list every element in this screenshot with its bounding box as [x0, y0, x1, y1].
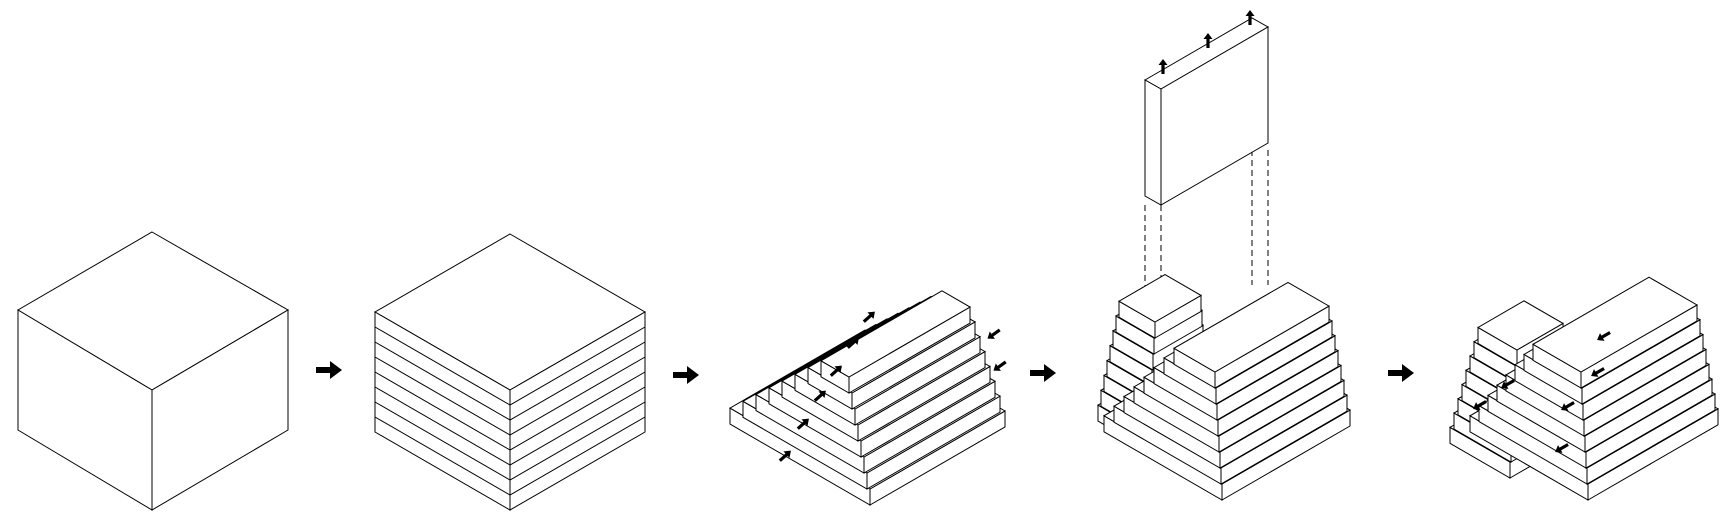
layer-slice-line	[374, 401, 646, 481]
right-arrow-icon	[316, 361, 342, 379]
lifted-slab	[1143, 17, 1270, 206]
carve-arrow-icon	[1597, 331, 1611, 341]
stage-carved-terraces	[1449, 276, 1719, 501]
block-top-face	[820, 290, 971, 378]
carve-arrow-icon	[1591, 367, 1605, 377]
shift-arrow-icon	[829, 365, 842, 377]
stage-split-and-lift	[1097, 10, 1351, 501]
carve-arrow-icon	[1501, 379, 1515, 389]
block-top-face	[1173, 281, 1330, 373]
carved-right-slab	[1532, 276, 1698, 389]
shift-arrow-icon	[862, 311, 875, 323]
layer-slice-line	[374, 416, 646, 496]
layer-slice-lines	[374, 326, 646, 496]
layer-slice-line	[374, 341, 646, 421]
stage-solid-cube	[17, 231, 289, 511]
block-top-face	[1532, 276, 1698, 373]
terrace-shift-arrows	[778, 311, 1007, 462]
layer-slice-line	[374, 356, 646, 436]
lift-arrows	[1158, 10, 1255, 74]
stage-sliced-layers	[374, 233, 646, 511]
carve-arrow-icon	[1555, 443, 1569, 453]
right-arrow-icon	[1388, 364, 1414, 382]
right-arrow-icon	[673, 366, 699, 384]
shift-arrow-icon	[987, 328, 1001, 339]
lifted-slab-front-face	[1160, 26, 1269, 206]
left-terrace-slab	[1118, 274, 1202, 339]
block-top-face	[1477, 300, 1564, 351]
block-top-face	[1118, 274, 1202, 323]
layer-slice-line	[374, 371, 646, 451]
shift-arrow-icon	[813, 390, 826, 402]
stage-stepped-terraces	[729, 290, 1006, 506]
carve-arrow-icon	[1561, 401, 1575, 411]
layer-slice-line	[374, 326, 646, 406]
carve-arrow-icon	[1473, 400, 1487, 410]
split-right-terraces	[1103, 281, 1351, 501]
lifted-slab-side-face	[1144, 79, 1162, 206]
up-arrow-icon	[1158, 59, 1168, 74]
right-arrow-icon	[1030, 364, 1056, 382]
cube-right-face	[151, 309, 289, 511]
terrace-slab	[820, 290, 971, 394]
shift-arrow-icon	[993, 360, 1007, 371]
shift-arrow-icon	[796, 418, 809, 430]
carve-arrows	[1473, 331, 1611, 453]
layer-slice-line	[374, 386, 646, 466]
shift-arrow-icon	[778, 450, 791, 462]
shift-arrow-icon	[846, 337, 859, 349]
up-arrow-icon	[1203, 33, 1213, 48]
up-arrow-icon	[1245, 10, 1255, 25]
right-terrace-slab	[1173, 281, 1330, 389]
